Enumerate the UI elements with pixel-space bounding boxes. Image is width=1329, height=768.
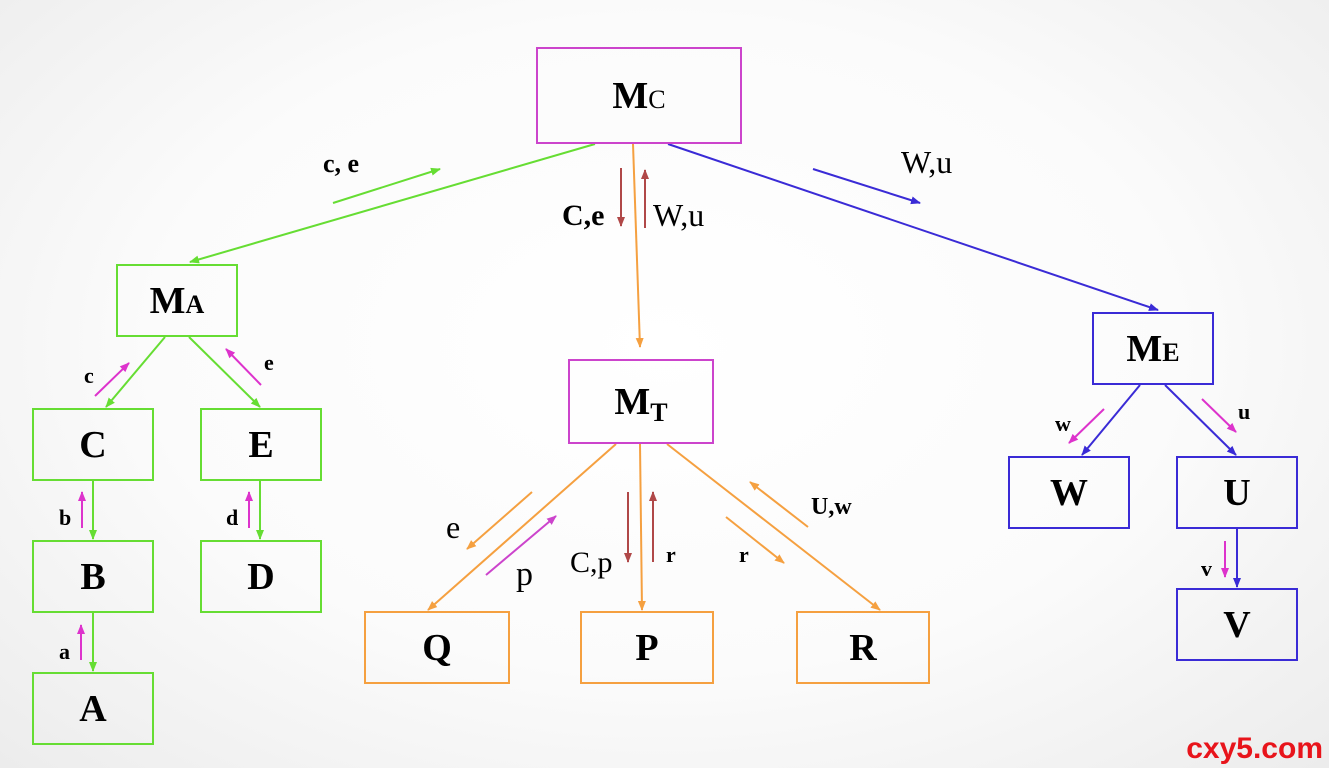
label-c-b: b [59, 505, 72, 530]
label-mt-p-down: C,p [570, 546, 613, 579]
node-c: C [32, 408, 154, 481]
node-mt-sub: T [650, 397, 668, 427]
label-mt-q-up: p [516, 556, 533, 593]
node-ma-main: M [149, 279, 186, 322]
watermark-text: cxy5.com [1186, 732, 1323, 765]
node-mc-main: M [612, 74, 649, 117]
node-mt-main: M [614, 380, 651, 423]
edge-mt-q [427, 443, 617, 611]
node-p-label: P [635, 626, 659, 669]
msg-arrow-me-u [1201, 398, 1237, 433]
node-v-label: V [1223, 603, 1251, 646]
label-mt-r-up: U,w [811, 494, 852, 520]
label-mc-mt-up: W,u [653, 197, 705, 233]
node-a-label: A [79, 687, 107, 730]
node-q-label: Q [422, 626, 452, 669]
msg-arrow-ma-e [225, 348, 262, 386]
label-b-a: a [59, 639, 70, 664]
node-w-label: W [1050, 471, 1088, 514]
label-u-v: v [1201, 556, 1212, 581]
msg-arrow-mc-ma [332, 167, 441, 204]
label-mt-r-down: r [739, 542, 749, 567]
msg-arrow-mt-r-down [725, 516, 785, 564]
node-v: V [1176, 588, 1298, 661]
node-e: E [200, 408, 322, 481]
node-b: B [32, 540, 154, 613]
label-mc-ma: c, e [323, 149, 360, 178]
node-d: D [200, 540, 322, 613]
msg-arrow-mt-r-up [749, 481, 809, 528]
label-me-w: w [1055, 411, 1071, 436]
msg-arrow-me-w [1068, 408, 1105, 444]
edge-mc-ma [189, 143, 596, 264]
edge-ma-c [105, 336, 166, 408]
edge-me-w [1081, 384, 1141, 456]
node-w: W [1008, 456, 1130, 529]
label-e-d: d [226, 505, 239, 530]
node-mc-sub: C [648, 84, 666, 114]
label-me-u: u [1238, 399, 1251, 424]
edge-mc-mt [632, 143, 644, 348]
label-mt-p-up: r [666, 542, 676, 567]
node-e-label: E [248, 423, 274, 466]
node-d-label: D [247, 555, 275, 598]
edge-mt-p [637, 443, 646, 611]
label-ma-c: c [84, 363, 94, 388]
node-ma-sub: A [185, 289, 205, 319]
node-b-label: B [80, 555, 106, 598]
msg-arrow-mt-q-down [466, 491, 533, 550]
node-q: Q [364, 611, 510, 684]
node-r: R [796, 611, 930, 684]
msg-arrow-mt-q-up [485, 515, 557, 576]
edge-me-u [1164, 384, 1237, 456]
node-me-main: M [1126, 327, 1163, 370]
node-c-label: C [79, 423, 107, 466]
label-mc-me: W,u [901, 144, 953, 180]
edge-mt-r [666, 443, 881, 611]
node-u: U [1176, 456, 1298, 529]
label-mc-mt-down: C,e [562, 199, 605, 232]
node-p: P [580, 611, 714, 684]
node-u-label: U [1223, 471, 1251, 514]
node-me-sub: E [1162, 337, 1180, 367]
edge-mc-me [667, 143, 1159, 311]
node-a: A [32, 672, 154, 745]
node-r-label: R [849, 626, 877, 669]
msg-arrow-mc-me [812, 168, 921, 205]
msg-arrow-ma-c [94, 362, 130, 397]
label-ma-e: e [264, 350, 274, 375]
label-mt-q-down: e [446, 509, 461, 545]
edge-ma-e [188, 336, 261, 408]
